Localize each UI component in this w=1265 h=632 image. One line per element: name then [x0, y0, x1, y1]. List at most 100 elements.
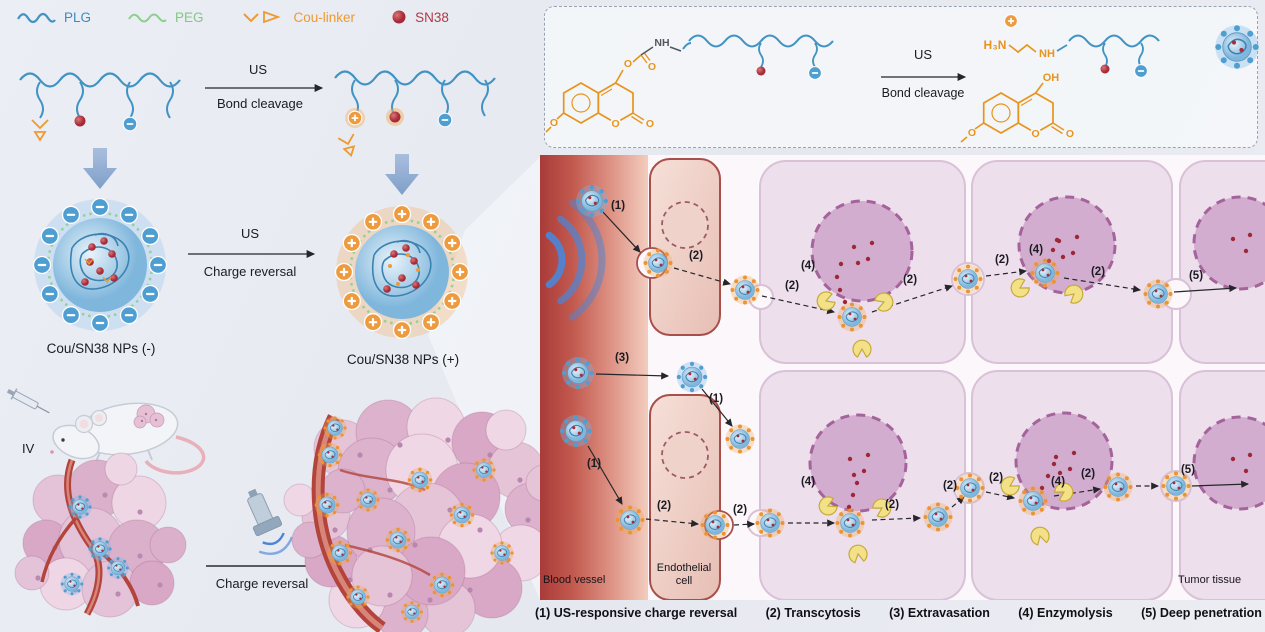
- np-negative-label: Cou/SN38 NPs (-): [46, 341, 156, 356]
- step-marker-2: (2): [689, 250, 703, 262]
- sn38-cargo: [383, 244, 420, 293]
- us-bond-cleavage-arrow: US Bond cleavage: [205, 62, 324, 111]
- step-marker-5: (5): [1189, 270, 1203, 282]
- amine-sites: [388, 253, 420, 286]
- ultrasound-probe-icon: [247, 488, 294, 556]
- step-marker-2: (2): [1081, 468, 1095, 480]
- step-marker-2: (2): [733, 504, 747, 516]
- sn38-pendant: [389, 111, 401, 123]
- negative-charge: [1134, 64, 1148, 78]
- endothelial-nucleus: [661, 431, 709, 479]
- positive-charge: [1004, 14, 1018, 28]
- step-marker-4: (4): [1051, 476, 1065, 488]
- legend-label-sn38: SN38: [415, 9, 449, 25]
- o-ring-left: O: [612, 118, 620, 130]
- tumor-after-us: [283, 397, 540, 632]
- peg-icon: [128, 13, 167, 23]
- step-markers: (1) (2) (2) (4) (2) (2) (4) (2) (5) (3) …: [587, 200, 1203, 516]
- down-arrow-left: [83, 148, 117, 189]
- positive-charge: [347, 110, 363, 126]
- negative-charge: [437, 112, 453, 128]
- nucleus-drug-dots: [847, 232, 1253, 478]
- sn38-pendant: [74, 115, 86, 127]
- step-marker-1: (1): [709, 393, 723, 405]
- np-negative-in-tumor: [106, 556, 130, 580]
- amine-product: H₃N NH: [984, 14, 1260, 78]
- us-label: US: [249, 62, 267, 77]
- step-caption-1: (1) US-responsive charge reversal: [535, 606, 738, 620]
- np-positive-label: Cou/SN38 NPs (+): [346, 352, 460, 367]
- left-scheme-art: US Bond cleavage: [6, 62, 540, 632]
- legend-label-cou-linker: Cou-linker: [293, 9, 356, 25]
- o-ester: O: [624, 58, 632, 70]
- legend-item-sn38: SN38: [391, 9, 449, 25]
- cou-linkers-inside: [84, 258, 112, 284]
- down-arrow-right: [385, 154, 419, 195]
- step-caption-4: (4) Enzymolysis: [1018, 606, 1113, 620]
- legend-label-plg: PLG: [64, 9, 92, 25]
- step-caption: (1) US-responsive charge reversal (2) Tr…: [535, 606, 1262, 620]
- mechanism-us-arrow: US Bond cleavage: [881, 47, 967, 100]
- mouse-tumor-patch: [133, 404, 165, 429]
- nh-carbamate: NH: [654, 37, 669, 49]
- coumarin-structure-cleaved: O O O OH: [960, 72, 1074, 143]
- plg-icon: [17, 12, 56, 24]
- o-carbamate: O: [648, 61, 656, 73]
- bond-cleavage-label: Bond cleavage: [882, 86, 965, 100]
- np-negative-in-tumor: [88, 537, 112, 561]
- tumor-penetration-panel: (1) (2) (2) (4) (2) (2) (4) (2) (5) (3) …: [540, 155, 1265, 600]
- released-cou-linker: [337, 133, 356, 158]
- endothelial-cell-label: Endothelial cell: [656, 562, 712, 587]
- blood-vessel-label: Blood vessel: [543, 574, 606, 586]
- o-carbonyl-left: O: [646, 118, 654, 130]
- step-marker-5: (5): [1181, 464, 1195, 476]
- np-fragment: [1214, 24, 1260, 70]
- cell-panel-art: (1) (2) (2) (4) (2) (2) (4) (2) (5) (3) …: [540, 155, 1265, 600]
- step-marker-2: (2): [903, 274, 917, 286]
- step-marker-2: (2): [1091, 266, 1105, 278]
- nanoparticle-negative: [32, 197, 168, 333]
- coumarin-structure-intact: O O O O O NH: [545, 37, 682, 133]
- us-label: US: [241, 226, 259, 241]
- step-marker-2: (2): [989, 472, 1003, 484]
- mouse-tail: [144, 435, 206, 475]
- step-marker-2: (2): [943, 480, 957, 492]
- negative-charge: [122, 116, 138, 132]
- step-marker-1: (1): [587, 458, 601, 470]
- step-marker-2: (2): [657, 500, 671, 512]
- negative-charge: [808, 66, 822, 80]
- step-marker-3: (3): [615, 352, 629, 364]
- np-negative-in-tumor: [60, 572, 84, 596]
- charge-reversal-label: Charge reversal: [204, 264, 297, 279]
- endothelial-nucleus: [661, 201, 709, 249]
- polymer-chain-before: [18, 72, 182, 142]
- step-marker-4: (4): [801, 476, 815, 488]
- legend-label-peg: PEG: [175, 9, 204, 25]
- legend: PLG PEG Cou-linker SN38: [16, 8, 449, 26]
- cou-linker-pendant: [31, 119, 49, 142]
- step-marker-4: (4): [801, 260, 815, 272]
- mechanism-box: O O O O O NH US Bond cleavage: [544, 6, 1260, 148]
- charge-reversal-caption: Charge reversal: [215, 576, 309, 591]
- step-marker-2: (2): [995, 254, 1009, 266]
- np-negative-in-tumor: [68, 494, 92, 519]
- mechanism-art: O O O O O NH US Bond cleavage: [545, 14, 1260, 143]
- tumor-before-us: [14, 452, 187, 618]
- tumor-tissue-label: Tumor tissue: [1178, 574, 1242, 586]
- h3n-label: H₃N: [984, 38, 1007, 52]
- us-charge-reversal-arrow: US Charge reversal: [188, 226, 316, 279]
- syringe-icon: [6, 388, 50, 414]
- tumor-cell-nuclei: [332, 437, 531, 603]
- mouse-nose: [50, 450, 54, 454]
- legend-item-cou-linker: Cou-linker: [240, 8, 356, 26]
- nanoparticle-positive: [334, 204, 470, 340]
- sn38-icon: [392, 10, 406, 24]
- bond-cleavage-label: Bond cleavage: [217, 96, 303, 111]
- mouse-illustration: [6, 388, 206, 475]
- mouse-eye: [61, 438, 65, 442]
- nh-amine: NH: [1039, 48, 1055, 60]
- o-methoxy-right: O: [968, 127, 976, 139]
- oh-label: OH: [1043, 72, 1060, 84]
- step-caption-3: (3) Extravasation: [889, 606, 990, 620]
